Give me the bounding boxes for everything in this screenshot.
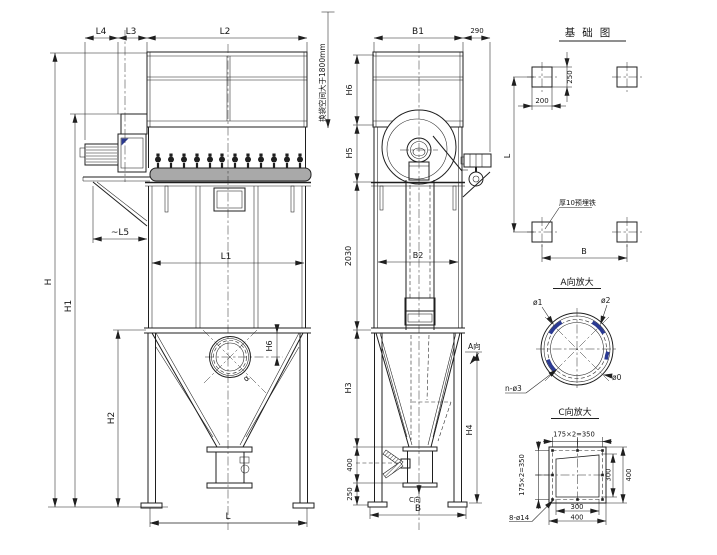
view-c-direction-label: C向: [409, 495, 421, 504]
foundation-plan: 基础图 250 200 L B 厚10预埋铁: [503, 26, 642, 262]
blowpipe-manifold: [149, 167, 312, 182]
dim-label-200-foundation: 200: [535, 97, 548, 105]
dim-label-400: 400: [346, 458, 354, 471]
inlet-flange-circle: [202, 329, 283, 394]
dim-label-l2: L2: [220, 27, 231, 37]
front-elevation-view: 换袋空间大于1800mm L4 L3 L2 H H1 H2 ~L5: [44, 11, 335, 530]
dia-label-phi2: ø2: [601, 296, 611, 305]
dim-label-l5: ~L5: [111, 228, 129, 238]
dim-label-400-bottom: 400: [571, 514, 584, 522]
dim-label-h3: H3: [344, 382, 353, 393]
dim-label-b2: B2: [413, 251, 424, 260]
dim-label-l-foundation: L: [503, 153, 512, 158]
valve-arm: [382, 461, 404, 479]
dim-label-b1: B1: [412, 27, 424, 37]
dim-label-2030: 2030: [344, 246, 353, 266]
dim-label-b-bottom: B: [415, 504, 421, 514]
dim-label-h6-front: H6: [265, 340, 274, 351]
dim-label-h1: H1: [64, 300, 74, 313]
dim-label-b-foundation: B: [581, 247, 587, 256]
dim-label-pitch-left: 175×2=350: [518, 454, 526, 496]
dim-label-l4: L4: [96, 27, 107, 37]
dim-label-300-right: 300: [605, 469, 613, 482]
dim-label-pitch-top: 175×2=350: [553, 431, 595, 439]
dia-label-phi1: ø1: [533, 298, 543, 307]
side-elevation-view: B1 290 B2: [344, 27, 492, 530]
embedded-plate-note: 厚10预埋铁: [559, 198, 596, 207]
dim-label-300-bottom: 300: [571, 503, 584, 511]
angle-label-alpha: α: [242, 373, 252, 383]
clearance-note: 换袋空间大于1800mm: [317, 43, 327, 122]
dim-label-h: H: [44, 279, 54, 286]
dim-label-h2: H2: [107, 412, 117, 425]
dim-label-290: 290: [470, 27, 483, 35]
dim-label-l3: L3: [126, 27, 137, 37]
view-a-title: A向放大: [560, 276, 593, 288]
dim-label-h5: H5: [345, 147, 354, 158]
access-door: [213, 187, 246, 212]
view-c-enlarged: C向放大 175×2=350 175×2=350 300 400 300 400…: [509, 406, 633, 525]
dim-label-l-bottom: L: [225, 512, 230, 522]
dia-label-n-phi3: n-ø3: [505, 384, 522, 393]
dim-label-l1: L1: [221, 252, 232, 262]
dia-label-phi0: ø0: [612, 373, 622, 382]
pulse-valve-row: [155, 153, 303, 168]
dim-label-h4: H4: [465, 424, 474, 435]
dim-label-h6-side: H6: [345, 84, 354, 95]
dim-label-400-right: 400: [625, 469, 633, 482]
view-a-direction-label: A向: [468, 341, 481, 351]
air-reservoir: [460, 153, 492, 198]
bolt-holes-note: 8-ø14: [509, 514, 530, 522]
foundation-title: 基础图: [565, 26, 618, 39]
view-a-enlarged: A向放大 ø1 ø2 n-ø3 ø0: [505, 276, 622, 394]
dim-label-250-foundation: 250: [566, 70, 574, 83]
dim-label-250: 250: [346, 487, 354, 500]
view-c-title: C向放大: [558, 406, 591, 418]
bolt-holes: [551, 449, 604, 501]
